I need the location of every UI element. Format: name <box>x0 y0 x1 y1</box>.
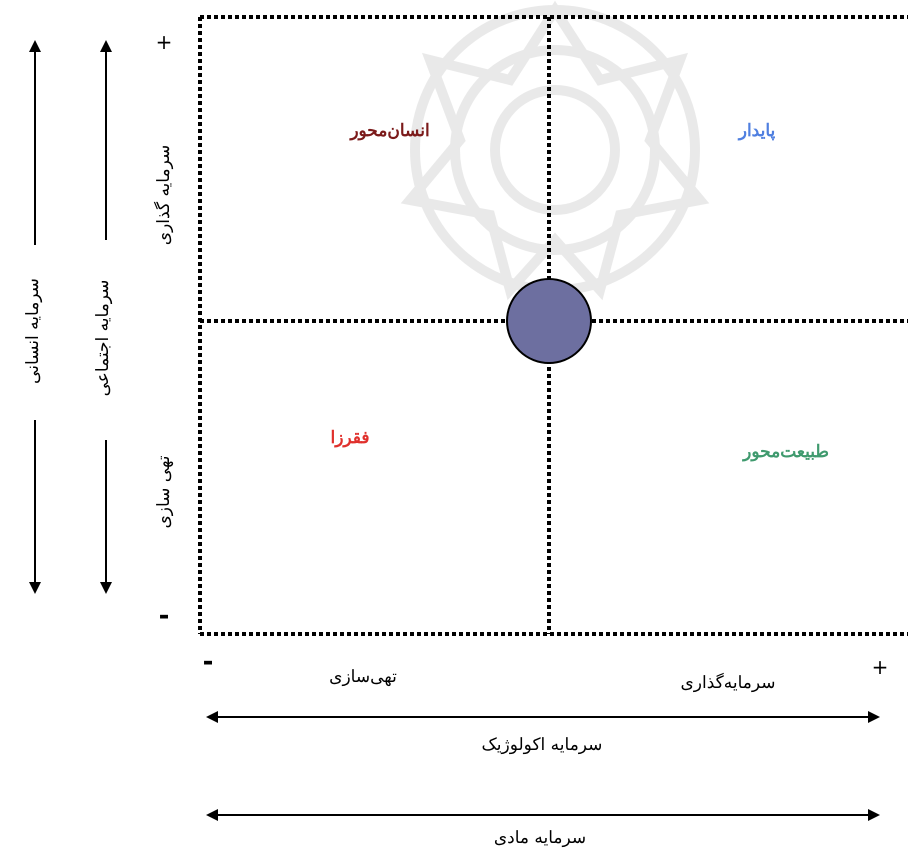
material-capital-label: سرمایه مادی <box>493 828 587 848</box>
horizontal-axis-left-label: تهی‌سازی <box>329 667 397 687</box>
horizontal-axis-minus: - <box>202 647 214 677</box>
horizontal-axis-plus: + <box>871 655 889 679</box>
watermark-emblem <box>400 0 710 301</box>
human-capital-label: سرمایه انسانی <box>23 278 43 384</box>
quadrant-label-top-right: پایدار <box>738 121 776 141</box>
social-capital-label: سرمایه اجتماعی <box>93 279 113 397</box>
quadrant-label-bottom-right: طبیعت‌محور <box>743 442 829 462</box>
vertical-axis-plus: + <box>155 30 173 54</box>
ecological-capital-label: سرمایه اکولوژیک <box>481 735 603 755</box>
quadrant-label-top-left: انسان‌محور <box>350 121 430 141</box>
horizontal-axis-right-label: سرمایه‌گذاری <box>680 673 776 693</box>
vertical-axis-minus: - <box>158 601 170 631</box>
vertical-axis-lower-label: تهی سازی <box>154 455 174 529</box>
quadrant-label-bottom-left: فقرزا <box>330 428 370 448</box>
vertical-axis-upper-label: سرمایه گذاری <box>154 144 174 246</box>
center-circle <box>506 278 592 364</box>
